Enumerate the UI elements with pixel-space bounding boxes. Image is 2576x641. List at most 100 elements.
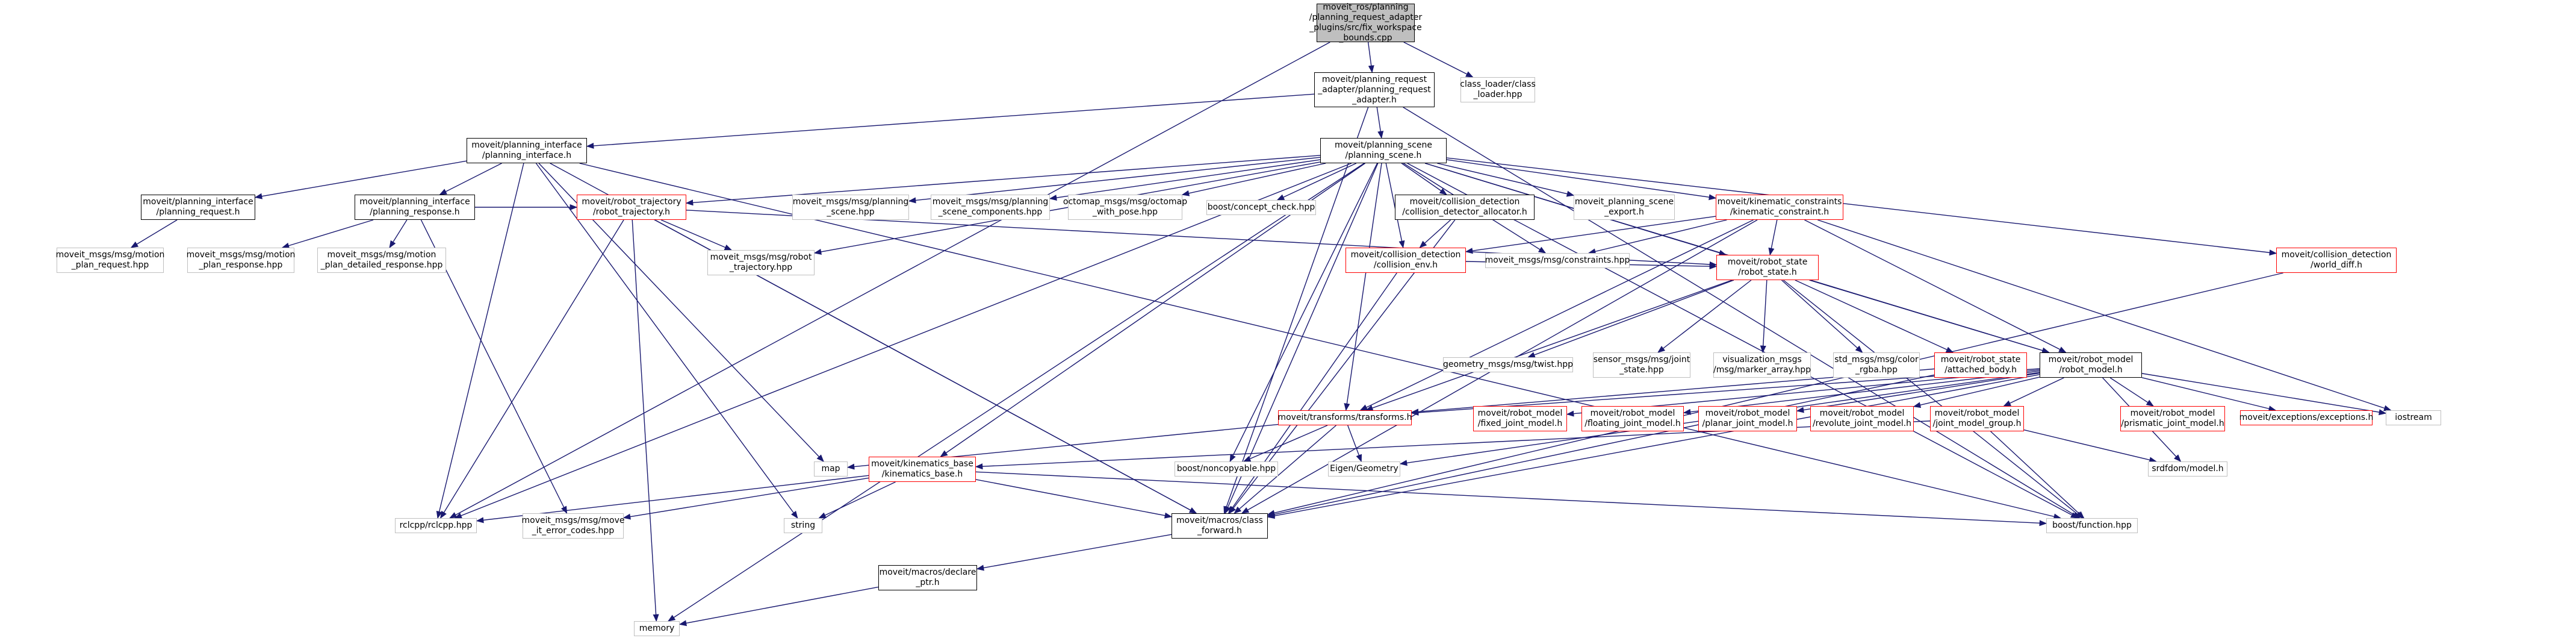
node-cenv[interactable]: moveit/collision_detection /collision_en… (1345, 248, 1466, 273)
edge-transforms-to-classfwd (1234, 425, 1336, 514)
node-srdf[interactable]: srdfdom/model.h (2148, 461, 2227, 477)
node-octomap[interactable]: octomap_msgs/msg/octomap _with_pose.hpp (1063, 195, 1187, 220)
node-boostfunc[interactable]: boost/function.hpp (2046, 518, 2138, 533)
node-ps[interactable]: moveit/planning_scene /planning_scene.h (1320, 138, 1447, 163)
edge-ps-to-cenv (1385, 163, 1405, 249)
edge-jmg-to-boostfunc (1990, 431, 2085, 519)
edge-rs-to-jointstate (1657, 280, 1752, 353)
edge-rm-to-floatingjm (1683, 371, 2040, 415)
edge-ps-to-psexport (1437, 163, 1575, 197)
node-revolutejm[interactable]: moveit/robot_model /revolute_joint_model… (1810, 406, 1914, 431)
edge-rs-to-markerarray (1760, 280, 1768, 354)
node-rclcpp[interactable]: rclcpp/rclcpp.hpp (395, 518, 477, 533)
edge-rm-to-iostream (2141, 373, 2387, 416)
edge-ps-to-rt (685, 155, 1321, 206)
edge-rm-to-revolutejm (1913, 377, 2040, 408)
edge-cenv-to-classfwd (1227, 272, 1397, 514)
node-map[interactable]: map (814, 461, 848, 477)
node-pih[interactable]: moveit/planning_interface /planning_inte… (467, 138, 587, 163)
node-markerarray[interactable]: visualization_msgs /msg/marker_array.hpp (1713, 352, 1811, 378)
node-psexport[interactable]: moveit_planning_scene _export.h (1574, 195, 1675, 220)
edge-pra-to-ps (1376, 107, 1384, 139)
node-rs[interactable]: moveit/robot_state /robot_state.h (1716, 255, 1819, 280)
edge-rs-to-rm (1809, 280, 2050, 354)
edge-kb-to-boostfunc (975, 471, 2047, 527)
node-mpresp[interactable]: moveit_msgs/msg/motion _plan_response.hp… (187, 248, 295, 273)
node-classloader[interactable]: class_loader/class _loader.hpp (1460, 77, 1536, 102)
edge-layer (130, 42, 2392, 627)
node-cdalloc[interactable]: moveit/collision_detection /collision_de… (1395, 195, 1535, 220)
node-moveiterr[interactable]: moveit_msgs/msg/move _it_error_codes.hpp (522, 513, 624, 539)
node-twist[interactable]: geometry_msgs/msg/twist.hpp (1443, 357, 1573, 372)
node-mpdresp[interactable]: moveit_msgs/msg/motion _plan_detailed_re… (317, 248, 446, 273)
node-transforms[interactable]: moveit/transforms/transforms.h (1277, 410, 1412, 425)
node-wdiff[interactable]: moveit/collision_detection /world_diff.h (2276, 248, 2397, 273)
node-declptr[interactable]: moveit/macros/declare _ptr.h (878, 565, 977, 590)
edge-rs-to-transforms (1365, 280, 1733, 411)
edge-ps-to-rclcpp (454, 163, 1352, 519)
node-noncopyable[interactable]: boost/noncopyable.hpp (1175, 461, 1278, 477)
edge-pih-to-preq (254, 160, 467, 199)
edge-ps-to-classfwd (1224, 163, 1379, 514)
edge-root-to-classloader (1403, 42, 1474, 78)
edge-kb-to-classfwd (975, 479, 1173, 519)
edge-pra-to-classfwd (1223, 107, 1369, 514)
edge-presp-to-mpdresp (389, 219, 408, 249)
node-classfwd[interactable]: moveit/macros/class _forward.h (1172, 513, 1268, 539)
node-conceptcheck[interactable]: boost/concept_check.hpp (1206, 200, 1316, 215)
edge-rm-to-prismaticjm (2109, 377, 2154, 407)
node-floatingjm[interactable]: moveit/robot_model /floating_joint_model… (1581, 406, 1684, 431)
node-preq[interactable]: moveit/planning_interface /planning_requ… (141, 195, 255, 220)
edge-ps-to-pscene (908, 157, 1321, 204)
node-planarjm[interactable]: moveit/robot_model /planar_joint_model.h (1698, 406, 1797, 431)
node-jointstate[interactable]: sensor_msgs/msg/joint _state.hpp (1593, 352, 1690, 378)
node-msgrt[interactable]: moveit_msgs/msg/robot _trajectory.hpp (707, 250, 815, 275)
node-eigengeom[interactable]: Eigen/Geometry (1328, 461, 1400, 477)
node-mpreq[interactable]: moveit_msgs/msg/motion _plan_request.hpp (56, 248, 164, 273)
edge-pra-to-boostfunc (1403, 107, 2081, 519)
node-presp[interactable]: moveit/planning_interface /planning_resp… (355, 195, 475, 220)
node-prismaticjm[interactable]: moveit/robot_model /prismatic_joint_mode… (2120, 406, 2225, 431)
edge-declptr-to-memory (678, 586, 879, 627)
node-attached[interactable]: moveit/robot_state /attached_body.h (1934, 352, 2027, 378)
edge-pih-to-presp (439, 163, 502, 195)
node-fixedjm[interactable]: moveit/robot_model /fixed_joint_model.h (1473, 406, 1567, 431)
node-pscomp[interactable]: moveit_msgs/msg/planning _scene_componen… (931, 195, 1050, 220)
node-string[interactable]: string (784, 518, 822, 533)
edge-transforms-to-eigengeom (1347, 425, 1362, 463)
edge-ps-to-pscomp (1049, 159, 1321, 201)
edge-classfwd-to-declptr (976, 534, 1172, 571)
node-kb[interactable]: moveit/kinematics_base /kinematics_base.… (869, 457, 976, 482)
node-colorrgba[interactable]: std_msgs/msg/color _rgba.hpp (1833, 352, 1920, 378)
node-rm[interactable]: moveit/robot_model /robot_model.h (2040, 352, 2142, 378)
edge-kc-to-rs (1768, 219, 1778, 256)
edge-rt-to-msgrt (660, 219, 733, 251)
edge-rm-to-planarjm (1796, 372, 2040, 413)
node-iostream[interactable]: iostream (2386, 410, 2441, 425)
node-rt[interactable]: moveit/robot_trajectory /robot_trajector… (577, 195, 686, 220)
edge-ps-to-kc (1446, 159, 1717, 201)
edge-kc-to-transforms (1359, 219, 1754, 411)
edge-rs-to-attached (1795, 280, 1954, 353)
node-memory[interactable]: memory (634, 621, 680, 636)
edge-ps-to-msgrt (813, 161, 1321, 255)
edge-ps-to-conceptcheck (1276, 163, 1357, 201)
node-exceptions[interactable]: moveit/exceptions/exceptions.h (2239, 410, 2373, 425)
node-pra[interactable]: moveit/planning_request _adapter/plannin… (1314, 72, 1435, 107)
edge-pih-to-boostfunc (579, 163, 2062, 520)
edge-jmg-to-srdf (2023, 429, 2157, 463)
edge-kb-to-moveiterr (622, 477, 869, 520)
edge-transforms-to-noncopyable (1243, 425, 1328, 462)
edge-kb-to-string (818, 481, 896, 519)
node-jmg[interactable]: moveit/robot_model /joint_model_group.h (1930, 406, 2024, 431)
edge-presp-to-mpresp (281, 219, 374, 249)
edge-ps-to-cdalloc (1401, 163, 1447, 195)
edge-wdiff-to-classfwd (1267, 272, 2283, 516)
node-constraints[interactable]: moveit_msgs/msg/constraints.hpp (1485, 253, 1630, 268)
edge-rm-to-jmg (2003, 377, 2064, 407)
edge-ps-to-memory (667, 163, 1365, 622)
node-kc[interactable]: moveit/kinematic_constraints /kinematic_… (1716, 195, 1843, 220)
node-pscene[interactable]: moveit_msgs/msg/planning _scene.hpp (792, 195, 909, 220)
edge-attached-to-classfwd (1267, 374, 1935, 517)
